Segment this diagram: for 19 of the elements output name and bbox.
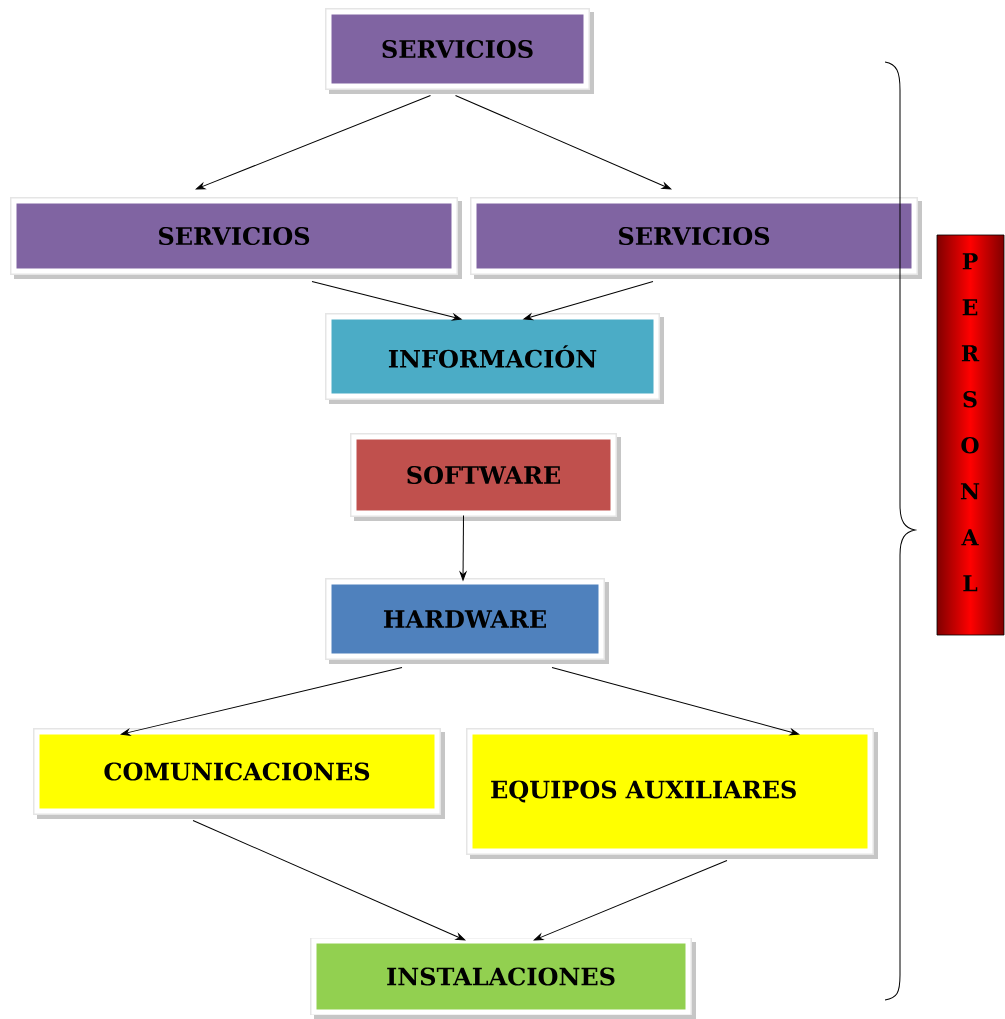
process-box: COMUNICACIONES (33, 728, 445, 819)
arrow (311, 281, 462, 321)
process-box: INFORMACIÓN (325, 313, 664, 404)
arrow (551, 667, 800, 736)
process-box: SERVICIOS (325, 8, 594, 94)
process-box: SOFTWARE (350, 433, 621, 521)
vertical-label-box: PERSONAL (936, 234, 1005, 636)
arrow (455, 95, 672, 190)
arrow (533, 860, 728, 941)
process-box: SERVICIOS (470, 197, 922, 279)
arrow (192, 820, 466, 941)
arrow (195, 95, 431, 190)
process-box: EQUIPOS AUXILIARES (466, 728, 878, 859)
process-box: SERVICIOS (10, 197, 462, 279)
arrow (120, 667, 403, 736)
arrow (459, 515, 467, 581)
process-box: INSTALACIONES (310, 938, 696, 1019)
process-box: HARDWARE (325, 578, 609, 664)
arrow (523, 281, 654, 321)
